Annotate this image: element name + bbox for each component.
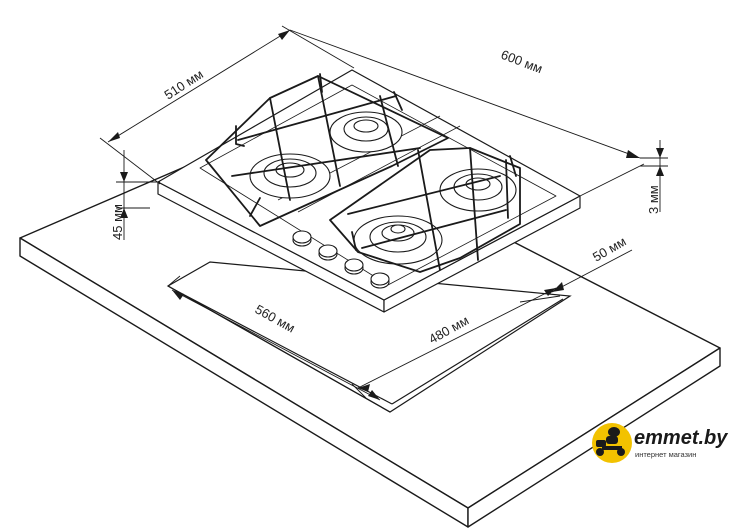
pan-grates [205, 73, 521, 273]
label-hob-width: 600 мм [499, 47, 545, 76]
dimension-lines [99, 25, 668, 401]
control-knobs [292, 230, 390, 289]
burner-rear-left [329, 111, 403, 153]
burner-front-left [249, 153, 331, 199]
label-glass-thickness: 3 мм [646, 185, 661, 214]
label-hob-depth: 510 мм [161, 66, 205, 102]
knob-2 [318, 244, 338, 261]
burner-rear-right [439, 168, 517, 212]
logo-tagline: интернет магазин [635, 450, 696, 459]
knob-3 [344, 258, 364, 275]
emmet-logo: emmet.by интернет магазин [592, 423, 728, 463]
knob-4 [370, 272, 390, 289]
courier-icon [596, 427, 625, 456]
label-edge-offset: 50 мм [590, 234, 629, 265]
logo-name: emmet.by [634, 427, 728, 449]
knob-1 [292, 230, 312, 247]
dimension-arrows [108, 30, 664, 400]
cutout-opening [166, 261, 572, 413]
label-embed-depth: 45 мм [110, 204, 125, 240]
burners [249, 111, 517, 265]
gas-hob [157, 69, 581, 313]
burner-front-right-wok [353, 215, 443, 265]
